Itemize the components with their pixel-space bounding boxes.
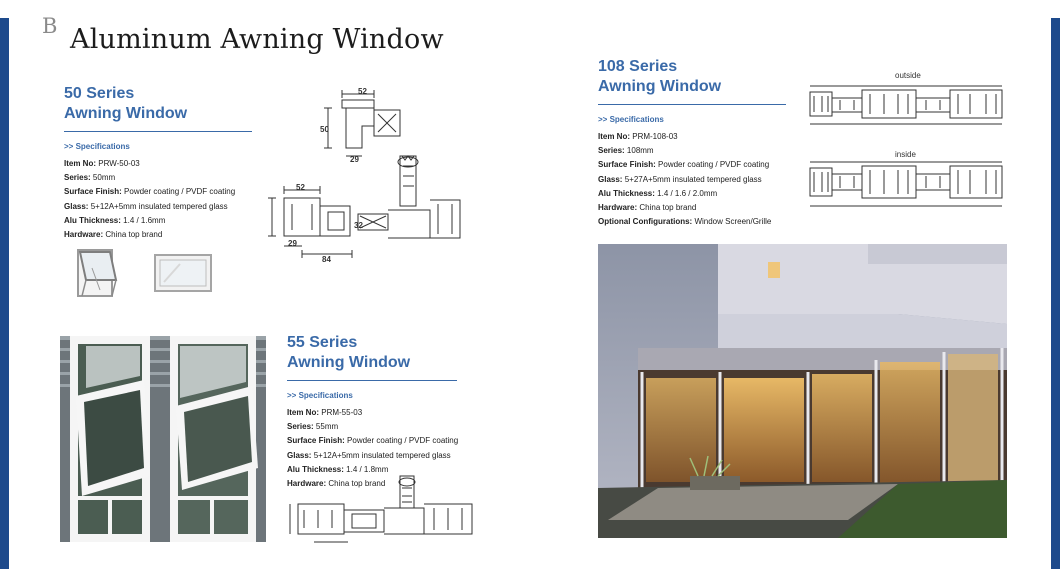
- page-letter: B: [42, 14, 58, 38]
- spec-value: Window Screen/Grille: [694, 217, 772, 227]
- left-edge-bar: [0, 18, 9, 569]
- spec-label: Hardware:: [64, 230, 104, 240]
- spec-line: Alu Thickness: 1.4 / 1.8mm: [287, 463, 457, 477]
- spec-line: Item No: PRM-55-03: [287, 406, 457, 420]
- series-55-subtitle: Awning Window: [287, 354, 411, 371]
- spec-line: Hardware: China top brand: [64, 228, 252, 242]
- series-55-profile-drawing: [289, 475, 473, 543]
- series-50-subtitle: Awning Window: [64, 105, 188, 122]
- spec-line: Glass: 5+27A+5mm insulated tempered glas…: [598, 173, 786, 187]
- spec-line: Item No: PRW-50-03: [64, 157, 252, 171]
- spec-label: Glass:: [598, 174, 623, 184]
- spec-value: Powder coating / PVDF coating: [658, 160, 770, 170]
- spec-value: 50mm: [92, 173, 116, 183]
- spec-label: Series:: [287, 422, 314, 432]
- spec-value: 5+27A+5mm insulated tempered glass: [624, 174, 762, 184]
- spec-label: Item No:: [287, 408, 319, 417]
- series-108-profile-drawing: outside inside: [809, 71, 1003, 207]
- dim-32: 32: [354, 221, 363, 230]
- spec-value: PRM-55-03: [321, 408, 363, 417]
- spec-value: 5+12A+5mm insulated tempered glass: [313, 450, 451, 460]
- spec-value: 55mm: [315, 422, 339, 432]
- spec-label: Surface Finish:: [64, 187, 122, 197]
- spec-value: Powder coating / PVDF coating: [347, 436, 459, 446]
- page-title: Aluminum Awning Window: [70, 24, 444, 55]
- spec-line: Series: 55mm: [287, 420, 457, 434]
- spec-label: Glass:: [287, 450, 312, 460]
- spec-label: Alu Thickness:: [598, 188, 655, 198]
- dim-50: 50: [320, 125, 329, 134]
- spec-value: Powder coating / PVDF coating: [124, 187, 236, 197]
- series-108-block: 108 Series Awning Window >> Specificatio…: [598, 57, 786, 229]
- spec-line: Glass: 5+12A+5mm insulated tempered glas…: [287, 449, 457, 463]
- awning-window-closed-icon: [154, 254, 212, 292]
- spec-label: Item No:: [64, 159, 96, 168]
- spec-label: Series:: [64, 173, 91, 183]
- spec-label: Alu Thickness:: [287, 464, 344, 474]
- series-108-name: 108 Series: [598, 58, 678, 75]
- spec-label: Hardware:: [598, 203, 638, 213]
- series-50-profile-drawing: 52 50 29 52 32 29 84: [268, 87, 461, 262]
- spec-line: Surface Finish: Powder coating / PVDF co…: [287, 434, 459, 448]
- series-55-spec-list: Item No: PRM-55-03 Series: 55mm Surface …: [287, 406, 459, 491]
- spec-value: 1.4 / 1.8mm: [346, 464, 389, 474]
- awning-windows-photo: [60, 336, 266, 542]
- series-55-block: 55 Series Awning Window >> Specification…: [287, 333, 459, 491]
- spec-line: Hardware: China top brand: [287, 477, 457, 491]
- spec-value: China top brand: [105, 230, 163, 240]
- series-50-rule: [64, 131, 252, 132]
- series-55-name: 55 Series: [287, 334, 358, 351]
- spec-line: Hardware: China top brand: [598, 201, 786, 215]
- series-108-subtitle: Awning Window: [598, 78, 722, 95]
- spec-label: Optional Configurations:: [598, 217, 693, 227]
- series-108-spec-list: Item No: PRM-108-03 Series: 108mm Surfac…: [598, 130, 786, 229]
- spec-line: Surface Finish: Powder coating / PVDF co…: [64, 185, 252, 199]
- dim-29-bottom: 29: [288, 239, 297, 248]
- right-edge-bar: [1051, 18, 1060, 569]
- spec-value: 1.4 / 1.6 / 2.0mm: [657, 188, 718, 198]
- series-108-rule: [598, 104, 786, 105]
- spec-label: Series:: [598, 146, 625, 156]
- spec-line: Surface Finish: Powder coating / PVDF co…: [598, 158, 786, 172]
- spec-value: 5+12A+5mm insulated tempered glass: [90, 201, 228, 211]
- spec-label: Surface Finish:: [598, 160, 656, 170]
- spec-line: Series: 108mm: [598, 144, 786, 158]
- modern-house-photo: [598, 244, 1007, 538]
- spec-line: Glass: 5+12A+5mm insulated tempered glas…: [64, 200, 252, 214]
- spec-value: PRW-50-03: [98, 159, 140, 168]
- spec-line: Item No: PRM-108-03: [598, 130, 786, 144]
- dim-52-bottom: 52: [296, 183, 305, 192]
- spec-label: Glass:: [64, 201, 89, 211]
- label-inside: inside: [895, 150, 916, 159]
- spec-label: Surface Finish:: [287, 436, 345, 446]
- dim-52-top: 52: [358, 87, 367, 96]
- spec-line: Alu Thickness: 1.4 / 1.6 / 2.0mm: [598, 187, 786, 201]
- spec-line: Alu Thickness: 1.4 / 1.6mm: [64, 214, 252, 228]
- spec-label: Alu Thickness:: [64, 215, 121, 225]
- series-55-rule: [287, 380, 457, 381]
- dim-84: 84: [322, 255, 331, 262]
- series-50-block: 50 Series Awning Window >> Specification…: [64, 84, 252, 242]
- spec-value: China top brand: [639, 203, 697, 213]
- spec-value: 1.4 / 1.6mm: [123, 215, 166, 225]
- spec-line: Optional Configurations: Window Screen/G…: [598, 215, 786, 229]
- spec-value: China top brand: [328, 479, 386, 489]
- spec-value: 108mm: [626, 146, 654, 156]
- spec-value: PRM-108-03: [632, 132, 678, 141]
- spec-line: Series: 50mm: [64, 171, 252, 185]
- spec-label: Hardware:: [287, 479, 327, 489]
- awning-window-open-icon: [77, 249, 118, 297]
- label-outside: outside: [895, 71, 921, 80]
- series-50-spec-list: Item No: PRW-50-03 Series: 50mm Surface …: [64, 157, 252, 242]
- series-108-spec-heading: >> Specifications: [598, 115, 664, 124]
- dim-29-top: 29: [350, 155, 359, 164]
- series-50-name: 50 Series: [64, 85, 135, 102]
- spec-label: Item No:: [598, 132, 630, 141]
- series-50-spec-heading: >> Specifications: [64, 142, 130, 151]
- series-55-spec-heading: >> Specifications: [287, 391, 353, 400]
